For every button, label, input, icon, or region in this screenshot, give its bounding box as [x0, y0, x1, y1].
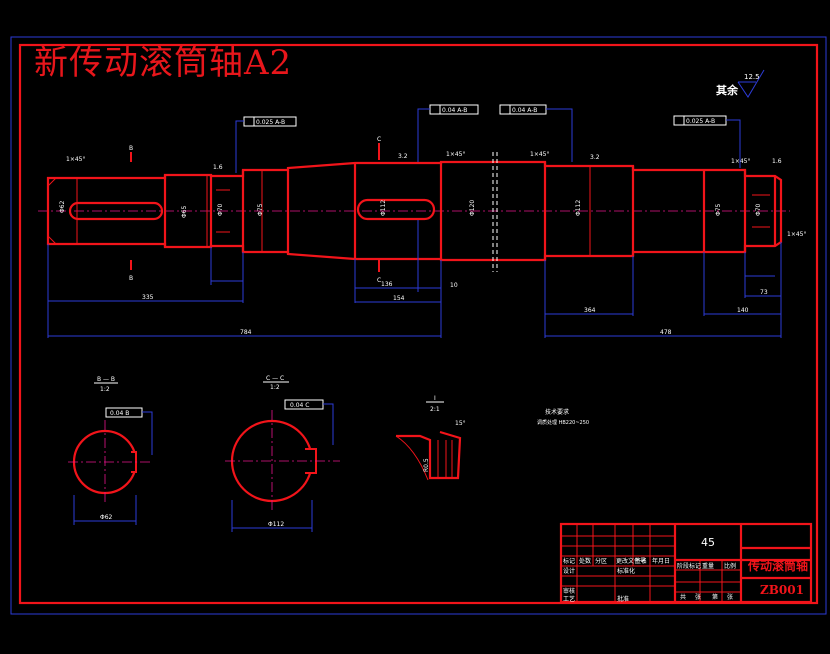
svg-text:136: 136	[381, 281, 393, 288]
svg-text:标记: 标记	[563, 557, 575, 565]
svg-text:Φ62: Φ62	[59, 200, 66, 213]
svg-text:73: 73	[760, 289, 768, 296]
svg-text:签名: 签名	[635, 557, 647, 565]
svg-text:B: B	[129, 275, 133, 282]
svg-text:分区: 分区	[595, 557, 607, 565]
svg-text:0.04 B: 0.04 B	[110, 410, 129, 417]
svg-text:批准: 批准	[617, 595, 629, 603]
part-name: 传动滚筒轴	[747, 558, 808, 573]
svg-text:Φ75: Φ75	[257, 203, 264, 216]
section-b-view: B — B 1:2 0.04 B Φ62	[68, 376, 153, 525]
tolerance-frame-left: 0.025 A-B	[235, 116, 297, 173]
detail-scale: 2:1	[430, 406, 440, 413]
section-c-label: C — C	[266, 375, 284, 382]
keyway-left	[68, 201, 164, 221]
roughness-value: 12.5	[744, 73, 760, 81]
dimension-lines	[47, 220, 782, 338]
svg-text:1×45°: 1×45°	[446, 151, 465, 158]
svg-text:1.6: 1.6	[213, 164, 223, 171]
title-block: 标记 处数 分区 更改文件号 签名 年月日 设计 标准化 审核 工艺 批准 阶段…	[559, 522, 813, 604]
svg-text:1×45°: 1×45°	[731, 158, 750, 165]
svg-text:364: 364	[584, 307, 596, 314]
svg-text:第: 第	[712, 593, 718, 601]
section-b-diameter: Φ62	[100, 514, 113, 521]
svg-text:15°: 15°	[455, 420, 466, 427]
svg-text:阶段标记: 阶段标记	[677, 562, 701, 570]
svg-text:Φ120: Φ120	[469, 200, 476, 216]
svg-text:R0.5: R0.5	[423, 458, 430, 472]
shaft-main-view: B B C C Φ62 Φ65 Φ70 Φ75 Φ112 Φ120 Φ112 Φ…	[38, 104, 806, 338]
svg-text:Φ75: Φ75	[715, 203, 722, 216]
svg-text:B: B	[129, 145, 133, 152]
svg-text:1×45°: 1×45°	[66, 156, 85, 163]
svg-text:重量: 重量	[702, 562, 714, 570]
tech-line: 调质处理 HB220~250	[537, 419, 589, 426]
sheet-outer-border	[10, 36, 827, 615]
svg-text:共: 共	[680, 593, 686, 601]
svg-text:3.2: 3.2	[590, 154, 600, 161]
svg-text:审核: 审核	[563, 587, 575, 595]
roughness-note: 其余	[716, 83, 739, 97]
svg-text:3.2: 3.2	[398, 153, 408, 160]
roughness-marks: 1×45° 1.6 3.2 1×45° 1×45° 3.2 1×45° 1.6 …	[66, 151, 806, 238]
svg-text:处数: 处数	[579, 557, 591, 565]
section-c-view: C — C 1:2 0.04 C Φ112	[225, 375, 340, 532]
section-b-scale: 1:2	[100, 386, 110, 393]
svg-text:Φ112: Φ112	[575, 200, 582, 216]
tolerance-frame-right: 0.025 A-B	[673, 115, 741, 168]
svg-text:0.04 A-B: 0.04 A-B	[442, 107, 467, 114]
keyway-middle	[356, 198, 436, 221]
tech-title: 技术要求	[545, 408, 569, 416]
svg-text:年月日: 年月日	[652, 557, 670, 565]
shaft-step-lines	[76, 162, 777, 260]
svg-text:Φ70: Φ70	[217, 203, 224, 216]
svg-text:标准化: 标准化	[617, 567, 635, 575]
technical-notes: 技术要求 调质处理 HB220~250	[537, 408, 589, 426]
section-cut-marks	[130, 143, 380, 272]
svg-text:140: 140	[737, 307, 749, 314]
svg-text:784: 784	[240, 329, 252, 336]
roughness-symbol: 其余 12.5	[716, 69, 765, 98]
svg-text:154: 154	[393, 295, 405, 302]
svg-text:C: C	[377, 277, 381, 284]
detail-view-i: I 2:1 15° R0.5	[395, 395, 466, 481]
svg-text:0.025 A-B: 0.025 A-B	[686, 118, 715, 125]
svg-text:更改文件号: 更改文件号	[616, 557, 646, 565]
svg-text:Φ112: Φ112	[380, 200, 387, 216]
tolerance-frame-mid1: 0.04 A-B	[417, 104, 479, 162]
material-value: 45	[701, 536, 715, 549]
drawing-number: ZB001	[760, 583, 804, 597]
svg-text:张: 张	[727, 593, 733, 601]
svg-text:1×45°: 1×45°	[787, 231, 806, 238]
svg-text:335: 335	[142, 294, 154, 301]
svg-text:工艺: 工艺	[563, 595, 575, 603]
svg-text:Φ65: Φ65	[181, 205, 188, 218]
section-b-label: B — B	[97, 376, 115, 383]
section-c-scale: 1:2	[270, 384, 280, 391]
detail-label: I	[434, 395, 436, 402]
svg-text:张: 张	[695, 593, 701, 601]
drawing-frame	[18, 43, 819, 605]
svg-text:0.025 A-B: 0.025 A-B	[256, 119, 285, 126]
drawing-title: 新传动滚筒轴A2	[34, 43, 292, 83]
svg-text:0.04 C: 0.04 C	[290, 402, 309, 409]
dimension-values: 335 784 136 154 10 364 478 140 73	[142, 281, 768, 336]
svg-text:比例: 比例	[724, 562, 736, 570]
svg-text:0.04 A-B: 0.04 A-B	[512, 107, 537, 114]
svg-text:设计: 设计	[563, 567, 575, 575]
svg-text:10: 10	[450, 282, 458, 289]
svg-text:Φ70: Φ70	[755, 203, 762, 216]
svg-text:1.6: 1.6	[772, 158, 782, 165]
diameter-labels: Φ62 Φ65 Φ70 Φ75 Φ112 Φ120 Φ112 Φ75 Φ70	[59, 200, 762, 218]
svg-text:478: 478	[660, 329, 672, 336]
svg-text:1×45°: 1×45°	[530, 151, 549, 158]
tolerance-frame-mid2: 0.04 A-B	[499, 104, 573, 162]
section-c-diameter: Φ112	[268, 521, 284, 528]
svg-text:C: C	[377, 136, 381, 143]
